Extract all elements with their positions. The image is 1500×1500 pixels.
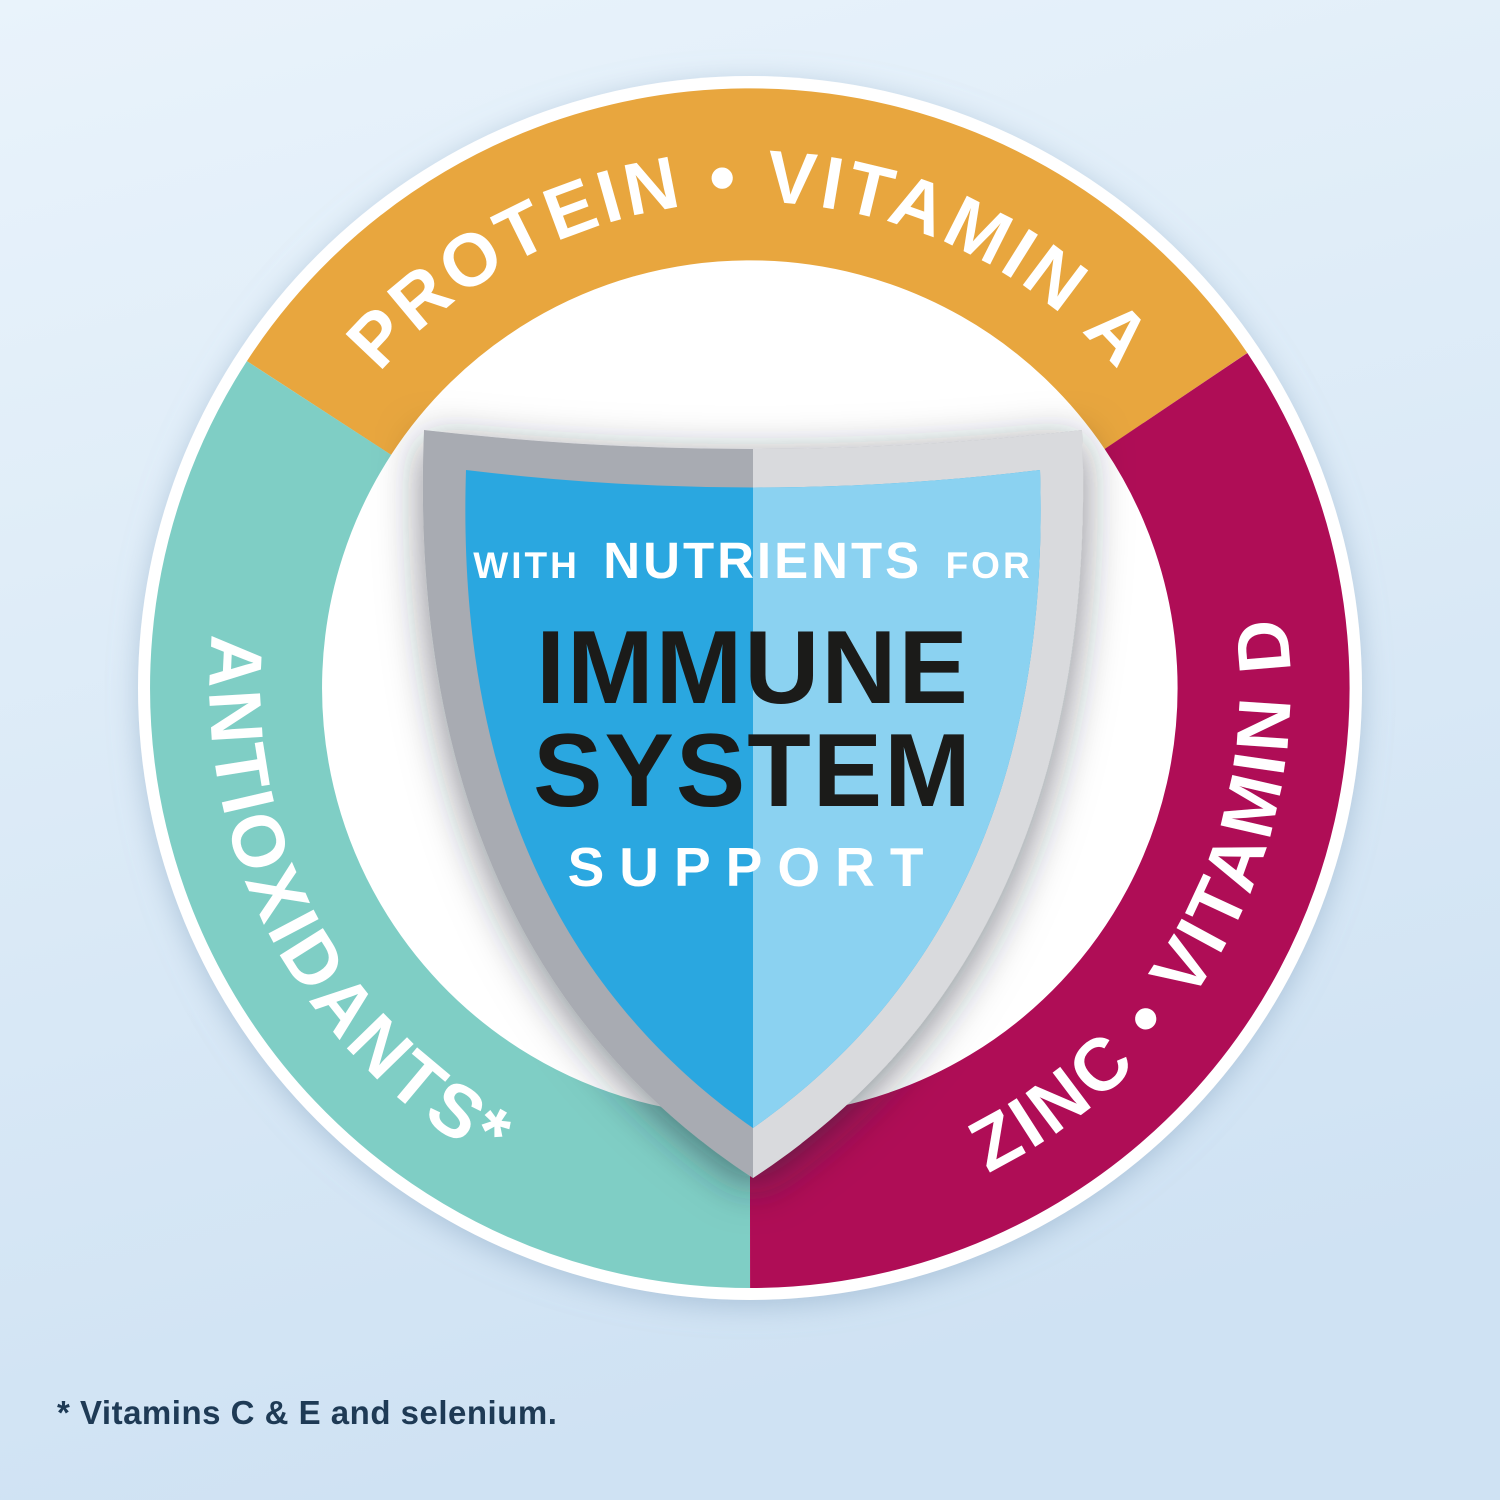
nutrient-ring [150,88,1350,1288]
shield-title-system: SYSTEM [533,713,973,829]
shield-text-block: WITH NUTRIENTS FOR IMMUNE SYSTEM SUPPORT [473,532,1032,898]
shield-eyebrow: WITH NUTRIENTS FOR [473,532,1032,589]
shield-face-right [753,470,1041,1128]
shield-title-immune: IMMUNE [536,610,970,726]
segment-zinc-vitamin-d [749,353,1350,1288]
segment-antioxidants [150,361,751,1288]
segment-protein-vitamin-a [246,88,1248,456]
footnote: * Vitamins C & E and selenium. [57,1394,557,1431]
shield-subtitle-support: SUPPORT [568,836,939,898]
shield-eyebrow-for: FOR [946,545,1033,586]
shield [422,430,1084,1178]
shield-eyebrow-nutrients: NUTRIENTS [603,532,922,589]
shield-eyebrow-with: WITH [473,545,580,586]
